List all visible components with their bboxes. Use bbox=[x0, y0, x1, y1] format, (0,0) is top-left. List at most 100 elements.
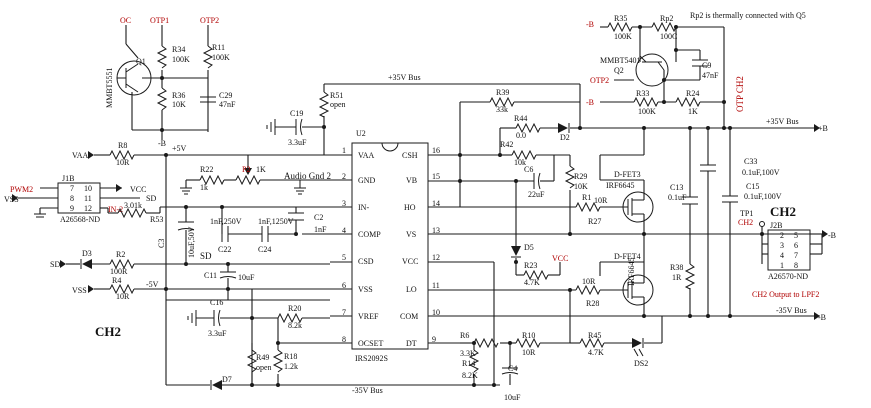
c3-ref: C3 bbox=[157, 239, 166, 248]
r39-ref: R39 bbox=[496, 88, 509, 97]
ic-pin-wires bbox=[300, 154, 460, 344]
r53-ref: R53 bbox=[150, 215, 163, 224]
r33-ref: R33 bbox=[636, 89, 649, 98]
net-minus35-bus-bottom: -35V Bus bbox=[352, 386, 383, 395]
dfet3-ref: D-FET3 bbox=[614, 170, 641, 179]
net-otp1: OTP1 bbox=[150, 16, 169, 25]
j1b-part: A26568-ND bbox=[60, 215, 100, 224]
resistor-r22 bbox=[199, 174, 225, 186]
arrow-icon bbox=[814, 124, 820, 132]
c13-value: 0.1uF bbox=[668, 193, 687, 202]
q1-wires bbox=[125, 25, 209, 140]
net-otp2-b: OTP2 bbox=[590, 76, 609, 85]
c29-value: 47nF bbox=[219, 100, 236, 109]
diode-d2 bbox=[558, 123, 570, 133]
tp1-net: CH2 bbox=[738, 218, 753, 227]
net-vaa: VAA bbox=[72, 151, 89, 160]
transistor-q2 bbox=[635, 53, 669, 87]
diode-d5 bbox=[511, 246, 521, 258]
capacitor-c4 bbox=[501, 367, 519, 375]
resistor-r24 bbox=[675, 96, 701, 108]
net-vss-in: VSS bbox=[72, 286, 87, 295]
r34-ref: R34 bbox=[172, 45, 185, 54]
net-plus35-bus: +35V Bus bbox=[388, 73, 421, 82]
pin-number: 2 bbox=[342, 172, 346, 181]
net-minus-b: -B bbox=[818, 313, 826, 322]
r8-ref: R8 bbox=[118, 141, 127, 150]
r44-ref: R44 bbox=[514, 114, 527, 123]
resistor-r10 bbox=[515, 337, 541, 349]
resistor-r1 bbox=[575, 201, 601, 213]
pin-name-vaa: VAA bbox=[358, 151, 375, 160]
arrow-icon bbox=[116, 184, 122, 192]
pin-name-vb: VB bbox=[406, 176, 417, 185]
arrow-icon bbox=[814, 312, 820, 320]
r6-value: 3.3K bbox=[460, 349, 476, 358]
r38-ref: R38 bbox=[670, 263, 683, 272]
resistor-r35 bbox=[607, 21, 633, 33]
r18-ref: R18 bbox=[284, 352, 297, 361]
resistor-r14 bbox=[468, 349, 480, 373]
arrow-icon bbox=[60, 260, 66, 268]
net-oc: OC bbox=[120, 16, 131, 25]
rp2-value: 100C bbox=[660, 32, 677, 41]
pin-name-gnd: GND bbox=[358, 176, 376, 185]
fet4-wires bbox=[599, 234, 645, 316]
pin-number: 2 bbox=[780, 231, 784, 240]
capacitor-c13 bbox=[682, 196, 698, 205]
j1b-ref: J1B bbox=[62, 174, 74, 183]
connector-j2b bbox=[767, 229, 811, 271]
r11-value: 100K bbox=[212, 53, 230, 62]
dfet3-part: IRF6645 bbox=[606, 181, 634, 190]
pin-name-lo: LO bbox=[406, 285, 417, 294]
ds2-ref: DS2 bbox=[634, 359, 648, 368]
pin-number: 6 bbox=[794, 241, 798, 250]
pin-name-ocset: OCSET bbox=[358, 339, 383, 348]
r29-value: 10K bbox=[574, 182, 588, 191]
r18-value: 1.2k bbox=[284, 362, 298, 371]
r10-ref: R10 bbox=[522, 331, 535, 340]
diode-d3 bbox=[80, 259, 92, 269]
net-audio-gnd: Audio Gnd 2 bbox=[284, 171, 331, 181]
boot-wires bbox=[459, 101, 820, 235]
resistor-r34 bbox=[156, 45, 168, 69]
c11-ref: C11 bbox=[204, 271, 217, 280]
resistor-rp2 bbox=[651, 21, 677, 33]
sd-wires bbox=[66, 263, 330, 300]
q2-part: MMBT5401 bbox=[600, 56, 640, 65]
resistor-r8 bbox=[109, 149, 135, 161]
r35-value: 100K bbox=[614, 32, 632, 41]
net-otp2: OTP2 bbox=[200, 16, 219, 25]
net-neg-b-r35: -B bbox=[586, 20, 594, 29]
r38-value: 1R bbox=[672, 273, 682, 282]
resistor-r20 bbox=[277, 312, 303, 324]
p2-value: 1K bbox=[256, 165, 266, 174]
c15-value: 0.1uF,100V bbox=[744, 192, 782, 201]
j2b-ref: J2B bbox=[770, 221, 782, 230]
r2-value: 100R bbox=[110, 267, 128, 276]
pin-number: 1 bbox=[780, 261, 784, 270]
capacitor-c22 bbox=[221, 226, 229, 242]
r2-ref: R2 bbox=[116, 250, 125, 259]
c2-ref: C2 bbox=[314, 213, 323, 222]
r24-value: 1K bbox=[688, 107, 698, 116]
r10-value: 10R bbox=[522, 348, 536, 357]
r51-ref: R51 bbox=[330, 91, 343, 100]
c22-ref: C22 bbox=[218, 245, 231, 254]
d5-ref: D5 bbox=[524, 243, 534, 252]
capacitor-c33 bbox=[700, 164, 716, 172]
pin-name-comp: COMP bbox=[358, 230, 381, 239]
j2b-part: A26570-ND bbox=[768, 272, 808, 281]
c9-value: 47nF bbox=[702, 71, 719, 80]
pin-number: 14 bbox=[432, 199, 440, 208]
pin-number: 11 bbox=[432, 281, 440, 290]
q2-ref: Q2 bbox=[614, 66, 624, 75]
r11-ref: R11 bbox=[212, 43, 225, 52]
resistor-r49 bbox=[246, 349, 258, 373]
r20-ref: R20 bbox=[288, 304, 301, 313]
ch2-label-left: CH2 bbox=[95, 324, 121, 339]
resistor-r11 bbox=[202, 45, 214, 69]
ground-symbol bbox=[294, 180, 306, 195]
resistor-r18 bbox=[272, 349, 284, 373]
